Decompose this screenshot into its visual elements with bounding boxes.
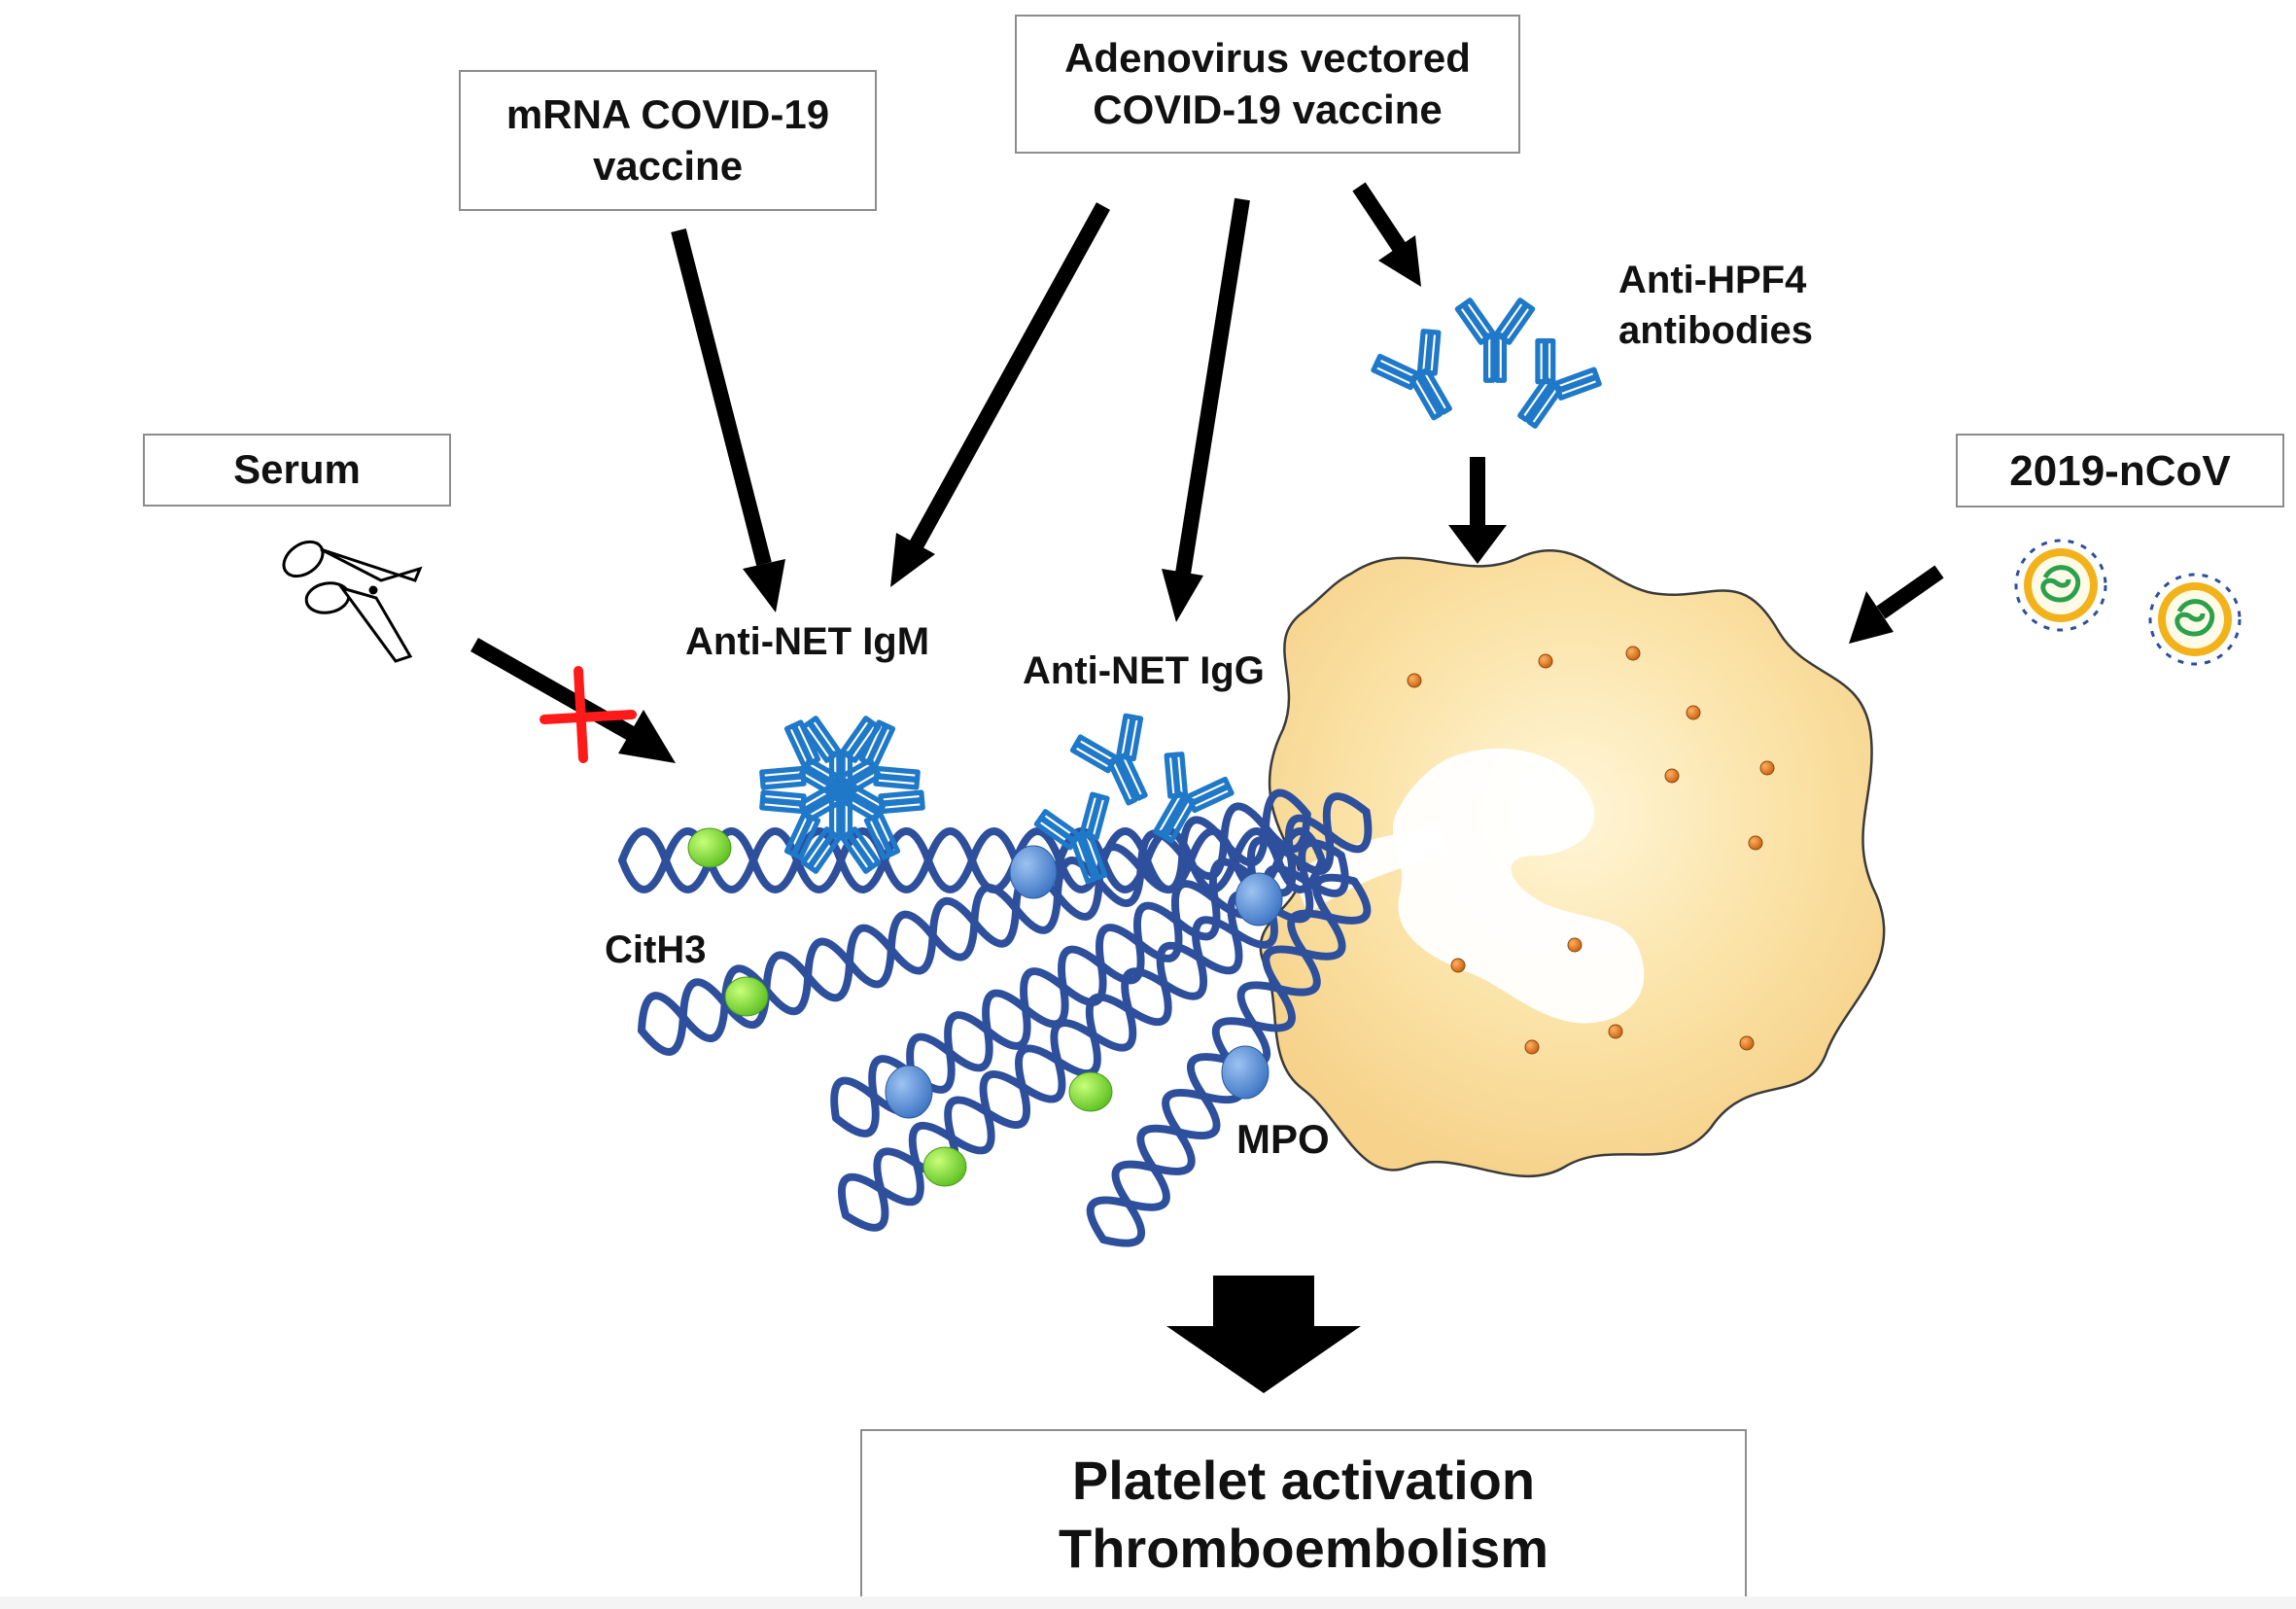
- mrna-vaccine-line2: vaccine: [592, 142, 744, 189]
- nucleus: [1392, 749, 1645, 1024]
- bottom-edge: [0, 1596, 2296, 1609]
- cith3-label: CitH3: [605, 928, 707, 971]
- granules: [1407, 646, 1775, 1055]
- cith3-beads: [687, 827, 1113, 1187]
- adenovirus-vaccine-line1: Adenovirus vectored: [1064, 35, 1471, 81]
- anti-hpf4-line1: Anti-HPF4: [1618, 259, 1807, 301]
- mrna-vaccine-line1: mRNA COVID-19: [505, 91, 830, 137]
- anti-net-igm-label: Anti-NET IgM: [685, 620, 930, 663]
- mrna-vaccine-box: mRNA COVID-19 vaccine: [459, 70, 877, 211]
- red-cross-icon: [539, 666, 637, 763]
- virus-icon: [2014, 539, 2242, 666]
- outcome-box: Platelet activation Thromboembolism: [860, 1429, 1747, 1599]
- mpo-beads: [885, 845, 1283, 1119]
- adenovirus-vaccine-box: Adenovirus vectored COVID-19 vaccine: [1015, 15, 1520, 154]
- down-arrow-block: [1166, 1276, 1361, 1393]
- serum-box: Serum: [143, 434, 451, 507]
- outcome-line1: Platelet activation: [1071, 1449, 1536, 1511]
- ncov-box: 2019-nCoV: [1956, 434, 2284, 507]
- anti-net-igg-label: Anti-NET IgG: [1023, 649, 1265, 692]
- anti-hpf4-line2: antibodies: [1618, 309, 1814, 352]
- adenovirus-vaccine-line2: COVID-19 vaccine: [1093, 86, 1443, 132]
- arrows: [470, 182, 1944, 763]
- mpo-label: MPO: [1236, 1116, 1330, 1162]
- anti-hpf4-label: Anti-HPF4 antibodies: [1618, 255, 1813, 356]
- ncov-label: 2019-nCoV: [2009, 446, 2231, 495]
- serum-label: Serum: [233, 446, 361, 493]
- net-dna-strands: [618, 788, 1373, 1247]
- outcome-line2: Thromboembolism: [1058, 1517, 1549, 1579]
- scissors-icon: [282, 540, 423, 663]
- anti-hpf4-antibodies: [1369, 300, 1604, 442]
